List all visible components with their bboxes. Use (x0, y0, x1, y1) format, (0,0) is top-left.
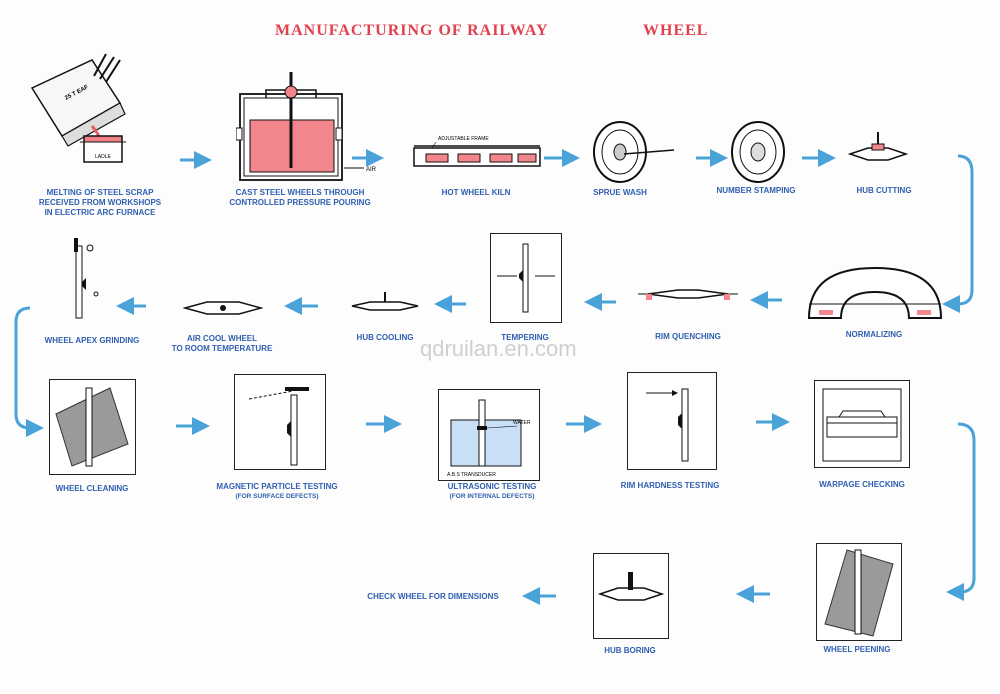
stamping-wheel-illustration (731, 121, 785, 183)
label-check: CHECK WHEEL FOR DIMENSIONS (367, 592, 499, 601)
furnace-illustration: 25 T EAF LADLE (30, 53, 126, 163)
rim-quench-illustration (638, 289, 738, 300)
peening-box (816, 543, 902, 641)
label-casting: CAST STEEL WHEELS THROUGH CONTROLLED PRE… (229, 188, 371, 207)
label-air-cool: AIR COOL WHEEL TO ROOM TEMPERATURE (171, 334, 273, 353)
label-hubcut: HUB CUTTING (856, 186, 912, 195)
sprue-wheel-illustration (593, 121, 675, 183)
arrow-17 (946, 422, 976, 601)
ultrasonic-box: WATER A.B.S TRANSDUCER (438, 389, 540, 481)
arrow-12 (14, 306, 44, 437)
cleaning-box (49, 379, 136, 475)
hubcut-illustration (848, 132, 908, 161)
label-peening: WHEEL PEENING (823, 645, 891, 654)
arrow-6 (942, 154, 974, 313)
label-melting: MELTING OF STEEL SCRAP RECEIVED FROM WOR… (38, 188, 162, 217)
label-tempering: TEMPERING (501, 333, 549, 342)
transducer-tag: A.B.S TRANSDUCER (447, 472, 496, 478)
diagram-title-left: MANUFACTURING OF RAILWAY (275, 22, 549, 39)
label-cleaning: WHEEL CLEANING (55, 484, 129, 493)
magnetic-box (234, 374, 326, 470)
water-tag: WATER (513, 420, 531, 426)
apex-illustration (74, 238, 99, 319)
diagram-title-right: WHEEL (643, 22, 709, 39)
hardness-box (627, 372, 717, 470)
label-ultrasonic: ULTRASONIC TESTING (FOR INTERNAL DEFECTS… (447, 482, 537, 500)
air-tag: AIR (366, 167, 377, 173)
boring-box (593, 553, 669, 639)
casting-illustration (236, 72, 343, 181)
label-magnetic: MAGNETIC PARTICLE TESTING (FOR SURFACE D… (216, 482, 338, 500)
kiln-frame-tag: ADJUSTABLE FRAME (438, 136, 489, 142)
label-stamping: NUMBER STAMPING (716, 186, 796, 195)
air-line: AIR (344, 167, 377, 173)
watermark: qdruilan.en.com (420, 336, 577, 361)
label-boring: HUB BORING (604, 646, 656, 655)
label-warpage: WARPAGE CHECKING (819, 480, 905, 489)
ladle-tag: LADLE (95, 154, 112, 160)
label-hub-cooling: HUB COOLING (356, 333, 414, 342)
warpage-box (814, 380, 910, 468)
kiln-illustration: ADJUSTABLE FRAME (413, 136, 541, 167)
label-normalizing: NORMALIZING (845, 330, 903, 339)
aircool-illustration (183, 301, 263, 315)
label-kiln: HOT WHEEL KILN (441, 188, 511, 197)
label-apex: WHEEL APEX GRINDING (44, 336, 140, 345)
hubcool-illustration (351, 292, 419, 311)
label-sprue: SPRUE WASH (593, 188, 647, 197)
label-rim-quenching: RIM QUENCHING (655, 332, 721, 341)
tempering-box (490, 233, 562, 323)
normalizing-illustration (807, 266, 943, 319)
label-hardness: RIM HARDNESS TESTING (620, 481, 720, 490)
